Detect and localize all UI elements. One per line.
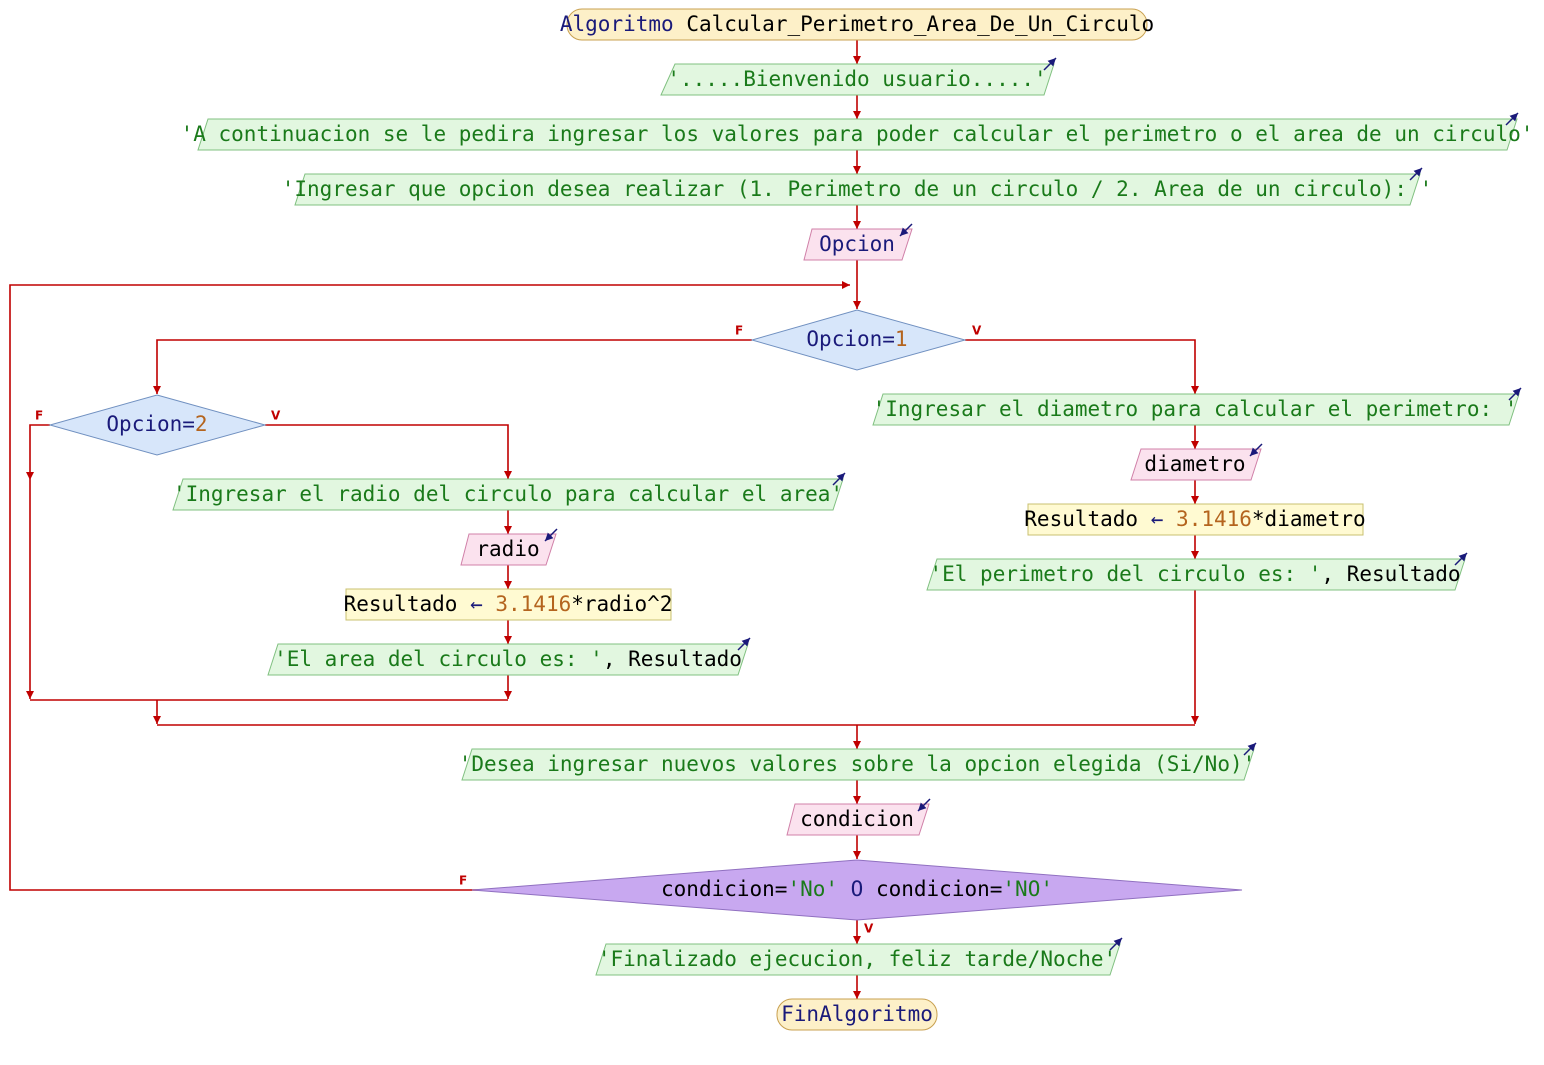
- output-welcome[interactable]: '.....Bienvenido usuario.....': [660, 57, 1057, 96]
- output-ask-radio-text: 'Ingresar el radio del circulo para calc…: [173, 482, 843, 506]
- output-ask-new-values[interactable]: 'Desea ingresar nuevos valores sobre la …: [459, 742, 1257, 781]
- output-arrow-icon: [1508, 387, 1522, 401]
- svg-text:Algoritmo Calcular_Perimetro_A: Algoritmo Calcular_Perimetro_Area_De_Un_…: [560, 12, 1154, 36]
- output-intro-text: 'A continuacion se le pedira ingresar lo…: [181, 122, 1534, 146]
- input-arrow-icon: [1249, 443, 1263, 457]
- decision-opcion-2[interactable]: Opcion=2: [48, 394, 267, 456]
- output-arrow-icon: [832, 472, 846, 486]
- output-arrow-icon: [1454, 552, 1468, 566]
- false-label-dec1: F: [735, 324, 743, 338]
- decision-loop-condicion[interactable]: condicion='No' O condicion='NO': [471, 859, 1243, 921]
- svg-text:Opcion=2: Opcion=2: [106, 412, 207, 436]
- connectors: [9, 40, 1199, 999]
- output-arrow-icon: [737, 637, 751, 651]
- output-ask-option[interactable]: 'Ingresar que opcion desea realizar (1. …: [282, 167, 1433, 206]
- svg-text:Resultado ← 3.1416*diametro: Resultado ← 3.1416*diametro: [1024, 507, 1365, 531]
- true-label-loop: V: [864, 922, 874, 936]
- output-arrow-icon: [1109, 937, 1123, 951]
- start-keyword: Algoritmo: [560, 12, 674, 36]
- output-arrow-icon: [1409, 167, 1423, 181]
- svg-text:'El area del circulo es: ', Re: 'El area del circulo es: ', Resultado: [274, 647, 742, 671]
- output-perimetro[interactable]: 'El perimetro del circulo es: ', Resulta…: [926, 552, 1468, 591]
- output-ask-option-text: 'Ingresar que opcion desea realizar (1. …: [282, 177, 1433, 201]
- input-opcion-text: Opcion: [819, 232, 895, 256]
- output-arrow-icon: [1043, 57, 1057, 71]
- output-welcome-text: '.....Bienvenido usuario.....': [667, 67, 1046, 91]
- decision-opcion-1[interactable]: Opcion=1: [750, 309, 967, 371]
- svg-text:Resultado ← 3.1416*radio^2: Resultado ← 3.1416*radio^2: [344, 592, 673, 616]
- end-terminal[interactable]: FinAlgoritmo: [776, 998, 938, 1031]
- output-ask-diametro[interactable]: 'Ingresar el diametro para calcular el p…: [872, 387, 1522, 426]
- output-finalizado-text: 'Finalizado ejecucion, feliz tarde/Noche…: [598, 947, 1116, 971]
- process-perimetro[interactable]: Resultado ← 3.1416*diametro: [1024, 503, 1366, 536]
- start-terminal[interactable]: Algoritmo Calcular_Perimetro_Area_De_Un_…: [560, 8, 1154, 41]
- output-ask-diametro-text: 'Ingresar el diametro para calcular el p…: [873, 397, 1518, 421]
- output-area[interactable]: 'El area del circulo es: ', Resultado: [267, 637, 751, 676]
- input-arrow-icon: [544, 528, 558, 542]
- input-condicion[interactable]: condicion: [786, 798, 931, 836]
- svg-text:'El perimetro del circulo es:: 'El perimetro del circulo es: ', Resulta…: [929, 562, 1460, 586]
- output-finalizado[interactable]: 'Finalizado ejecucion, feliz tarde/Noche…: [595, 937, 1123, 976]
- algorithm-name: Calcular_Perimetro_Area_De_Un_Circulo: [686, 12, 1154, 36]
- input-radio[interactable]: radio: [460, 528, 558, 566]
- process-area[interactable]: Resultado ← 3.1416*radio^2: [344, 588, 673, 621]
- output-arrow-icon: [1243, 742, 1257, 756]
- false-label-dec2: F: [35, 409, 43, 423]
- input-opcion[interactable]: Opcion: [803, 223, 913, 261]
- true-label-dec1: V: [972, 324, 982, 338]
- input-diametro-text: diametro: [1144, 452, 1245, 476]
- input-arrow-icon: [899, 223, 913, 237]
- output-arrow-icon: [1505, 112, 1519, 126]
- input-condicion-text: condicion: [800, 807, 914, 831]
- svg-text:Opcion=1: Opcion=1: [806, 327, 907, 351]
- input-radio-text: radio: [476, 537, 539, 561]
- svg-text:condicion='No' O condicion='NO: condicion='No' O condicion='NO': [661, 877, 1053, 901]
- output-ask-radio[interactable]: 'Ingresar el radio del circulo para calc…: [172, 472, 846, 511]
- output-ask-new-values-text: 'Desea ingresar nuevos valores sobre la …: [459, 752, 1256, 776]
- true-label-dec2: V: [271, 409, 281, 423]
- input-diametro[interactable]: diametro: [1130, 443, 1263, 481]
- false-label-loop: F: [459, 874, 467, 888]
- output-intro[interactable]: 'A continuacion se le pedira ingresar lo…: [181, 112, 1534, 151]
- input-arrow-icon: [917, 798, 931, 812]
- end-keyword: FinAlgoritmo: [781, 1002, 933, 1026]
